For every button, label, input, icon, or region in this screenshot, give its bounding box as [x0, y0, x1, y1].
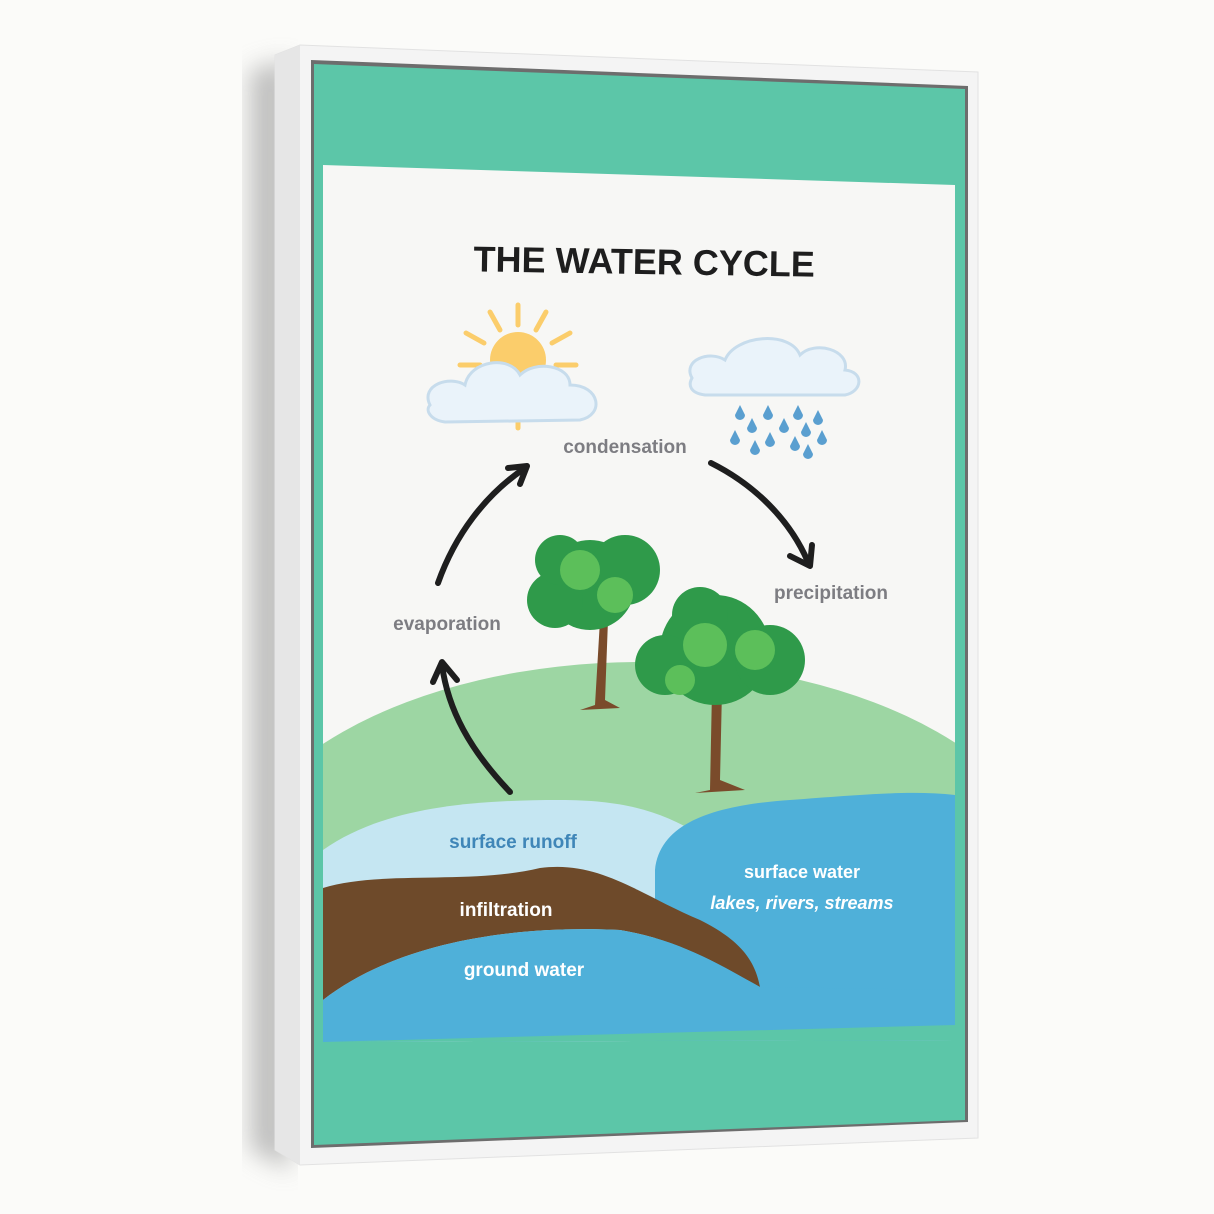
label-infiltration: infiltration [460, 900, 553, 921]
frame-side [275, 45, 300, 1165]
rain-cloud-icon [688, 337, 861, 459]
poster-title: THE WATER CYCLE [473, 238, 815, 284]
label-evaporation: evaporation [393, 614, 501, 635]
cloud-icon [426, 361, 598, 424]
label-precipitation: precipitation [774, 583, 888, 604]
arrow-runoff-up [430, 659, 513, 795]
tree-icon [635, 587, 805, 793]
arrow-precipitation-down [708, 460, 815, 569]
label-surface-water-examples: lakes, rivers, streams [710, 893, 893, 913]
label-surface-water: surface water [744, 862, 860, 882]
ground-water-area [323, 929, 955, 1042]
label-ground-water: ground water [464, 960, 585, 981]
tree-icon [527, 535, 660, 710]
infiltration-soil [323, 866, 760, 1000]
label-surface-runoff: surface runoff [449, 832, 577, 853]
arrow-evaporation-up [435, 463, 530, 586]
label-condensation: condensation [563, 437, 687, 458]
